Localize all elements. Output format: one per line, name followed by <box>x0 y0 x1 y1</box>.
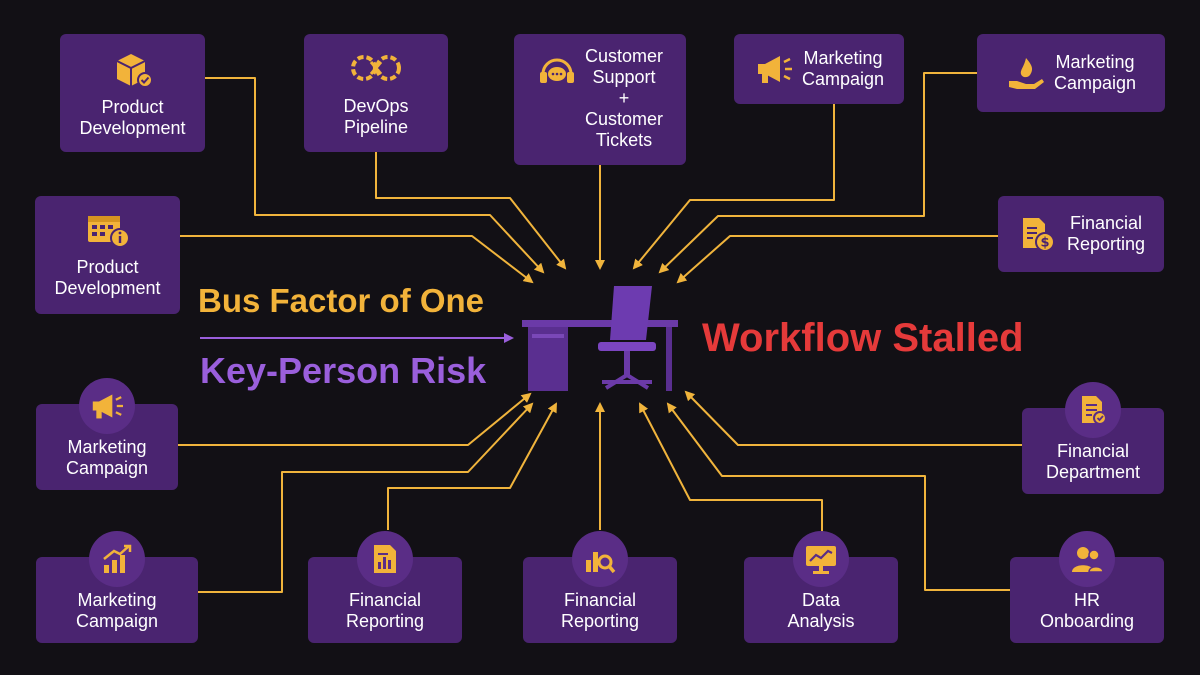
connector-top-1 <box>205 77 545 274</box>
connector-bottom-2 <box>387 402 557 530</box>
connector-right-1 <box>676 235 998 284</box>
node-label: Financial Reporting <box>345 590 425 631</box>
connector-bottom-4 <box>639 402 823 555</box>
node-label: Marketing Campaign <box>65 437 149 478</box>
badge <box>572 531 628 587</box>
node-label: Marketing Campaign <box>801 48 885 89</box>
package-check-icon <box>116 54 153 88</box>
node-label: HR Onboarding <box>1039 590 1135 631</box>
badge <box>357 531 413 587</box>
connector-bottom-5 <box>666 402 1010 591</box>
node-devops-pipeline[interactable]: DevOps Pipeline <box>304 34 448 152</box>
users-icon <box>1072 547 1104 573</box>
key-person-risk-title: Key-Person Risk <box>200 350 487 391</box>
connector-top-5 <box>658 72 977 274</box>
report-chart-icon <box>374 545 396 573</box>
megaphone-icon <box>757 56 792 83</box>
workflow-stalled-title: Workflow Stalled <box>702 316 1024 360</box>
node-customer-support[interactable]: Customer Support + Customer Tickets <box>514 34 686 165</box>
node-financial-department[interactable]: Financial Department <box>1022 382 1164 494</box>
empty-desk-chair-icon <box>522 286 678 391</box>
node-hr-onboarding[interactable]: HR Onboarding <box>1010 531 1164 643</box>
connector-bottom-1 <box>198 402 534 593</box>
badge <box>793 531 849 587</box>
bus-factor-title: Bus Factor of One <box>198 282 485 319</box>
hand-flame-icon <box>1008 58 1044 89</box>
document-check-icon <box>1082 396 1107 425</box>
invoice-dollar-icon: $ <box>1022 218 1055 252</box>
infinity-gears-icon <box>351 55 401 81</box>
node-label: Marketing Campaign <box>75 590 159 631</box>
node-product-development-left[interactable]: Product Development <box>35 196 180 314</box>
node-marketing-campaign-top-1[interactable]: Marketing Campaign <box>734 34 904 104</box>
node-marketing-campaign-bottom[interactable]: Marketing Campaign <box>36 531 198 643</box>
svg-text:$: $ <box>1040 236 1049 251</box>
node-label: Financial Reporting <box>1066 213 1146 254</box>
node-data-analysis[interactable]: Data Analysis <box>744 531 898 643</box>
node-marketing-campaign-top-2[interactable]: Marketing Campaign <box>977 34 1165 112</box>
connector-top-4 <box>632 80 835 270</box>
node-label: Financial Department <box>1045 441 1141 482</box>
node-label: Financial Reporting <box>560 590 640 631</box>
node-financial-reporting-right[interactable]: $ Financial Reporting <box>998 196 1164 272</box>
headset-chat-icon <box>539 58 574 83</box>
node-label: DevOps Pipeline <box>343 96 409 137</box>
chart-magnifier-icon <box>586 552 616 574</box>
node-marketing-campaign-left[interactable]: Marketing Campaign <box>36 378 178 490</box>
node-label: Customer Support + Customer Tickets <box>584 46 664 150</box>
monitor-chart-icon <box>806 546 836 574</box>
badge <box>1059 531 1115 587</box>
badge <box>89 531 145 587</box>
node-label: Marketing Campaign <box>1053 52 1137 93</box>
megaphone-icon <box>92 394 123 419</box>
connector-right-2 <box>684 390 1022 446</box>
growth-chart-icon <box>103 544 132 573</box>
connector-left-2 <box>178 392 532 446</box>
node-label: Product Development <box>54 257 161 298</box>
badge <box>1065 382 1121 438</box>
calendar-info-icon <box>87 216 130 248</box>
node-product-development-top[interactable]: Product Development <box>60 34 205 152</box>
badge <box>79 378 135 434</box>
node-label: Data Analysis <box>787 590 855 631</box>
connector-left-1 <box>180 235 534 284</box>
node-label: Product Development <box>79 97 186 138</box>
connector-top-2 <box>375 152 567 270</box>
node-financial-reporting-bottom-1[interactable]: Financial Reporting <box>308 531 462 643</box>
node-financial-reporting-bottom-2[interactable]: Financial Reporting <box>523 531 677 643</box>
